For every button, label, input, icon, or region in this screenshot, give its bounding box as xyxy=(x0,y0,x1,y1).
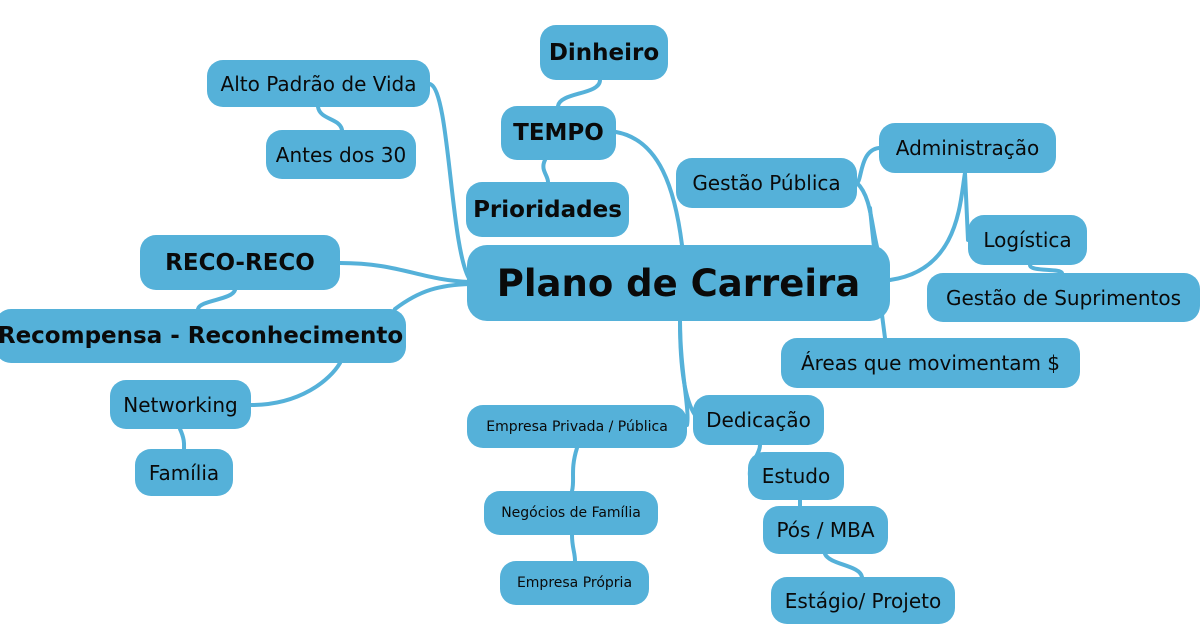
link-network-recomp xyxy=(249,361,342,407)
link-admin-gestao xyxy=(855,146,881,185)
node-tempo[interactable]: TEMPO xyxy=(501,106,616,160)
link-pos-estagio xyxy=(823,552,864,579)
node-areas[interactable]: Áreas que movimentam $ xyxy=(781,338,1080,388)
node-alto-padrao[interactable]: Alto Padrão de Vida xyxy=(207,60,430,107)
link-reco-center xyxy=(338,261,472,284)
link-alto-center xyxy=(428,82,472,282)
link-tempo-center xyxy=(614,130,684,247)
link-recomp-center xyxy=(393,282,472,311)
link-prioridades-tempo xyxy=(541,158,550,184)
link-center-admin xyxy=(888,171,967,282)
node-estudo[interactable]: Estudo xyxy=(748,452,844,500)
node-prioridades[interactable]: Prioridades xyxy=(466,182,629,237)
link-center-empresa xyxy=(678,319,690,427)
node-familia[interactable]: Família xyxy=(135,449,233,496)
link-recoreco-recomp xyxy=(196,288,237,311)
node-empresa-privada[interactable]: Empresa Privada / Pública xyxy=(467,405,687,448)
link-dinheiro-tempo xyxy=(556,78,602,108)
link-antes-alto xyxy=(316,105,344,132)
node-recompensa[interactable]: Recompensa - Reconhecimento xyxy=(0,309,406,363)
node-administracao[interactable]: Administração xyxy=(879,123,1056,173)
node-pos-mba[interactable]: Pós / MBA xyxy=(763,506,888,554)
link-negocios-propria xyxy=(570,533,577,563)
link-admin-logistica xyxy=(963,171,970,242)
node-estagio[interactable]: Estágio/ Projeto xyxy=(771,577,955,624)
node-negocios-familia[interactable]: Negócios de Família xyxy=(484,491,658,535)
link-logistica-supr xyxy=(1028,263,1064,275)
node-antes-30[interactable]: Antes dos 30 xyxy=(266,130,416,179)
node-networking[interactable]: Networking xyxy=(110,380,251,429)
node-reco-reco[interactable]: RECO-RECO xyxy=(140,235,340,290)
central-node[interactable]: Plano de Carreira xyxy=(467,245,890,321)
node-dinheiro[interactable]: Dinheiro xyxy=(540,25,668,80)
link-empresa-negocios xyxy=(570,446,579,493)
node-dedicacao[interactable]: Dedicação xyxy=(693,395,824,445)
node-gestao-suprimentos[interactable]: Gestão de Suprimentos xyxy=(927,273,1200,322)
link-familia-network xyxy=(178,427,187,451)
node-empresa-propria[interactable]: Empresa Própria xyxy=(500,561,649,605)
node-logistica[interactable]: Logística xyxy=(968,215,1087,265)
node-gestao-publica[interactable]: Gestão Pública xyxy=(676,158,857,208)
